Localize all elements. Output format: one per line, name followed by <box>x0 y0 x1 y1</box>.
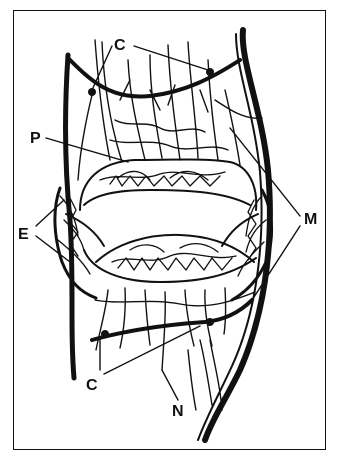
upper-bone-outline <box>80 160 256 211</box>
leader-e-2 <box>36 236 70 262</box>
leader-n <box>162 370 178 400</box>
label-c-top: C <box>114 37 126 54</box>
lower-plateau <box>96 235 254 262</box>
label-n: N <box>172 403 184 420</box>
upper-cartilage <box>84 190 250 205</box>
junction-c-bottom-right <box>206 318 214 326</box>
label-c-bottom: C <box>86 377 98 394</box>
label-p: P <box>30 130 41 147</box>
leader-e-1 <box>36 200 64 226</box>
bottom-arc-vessel <box>92 300 252 340</box>
label-m: M <box>304 211 317 228</box>
junction-c-bottom-left <box>101 330 109 338</box>
label-e: E <box>18 226 29 243</box>
leader-c-top-2 <box>134 46 208 70</box>
